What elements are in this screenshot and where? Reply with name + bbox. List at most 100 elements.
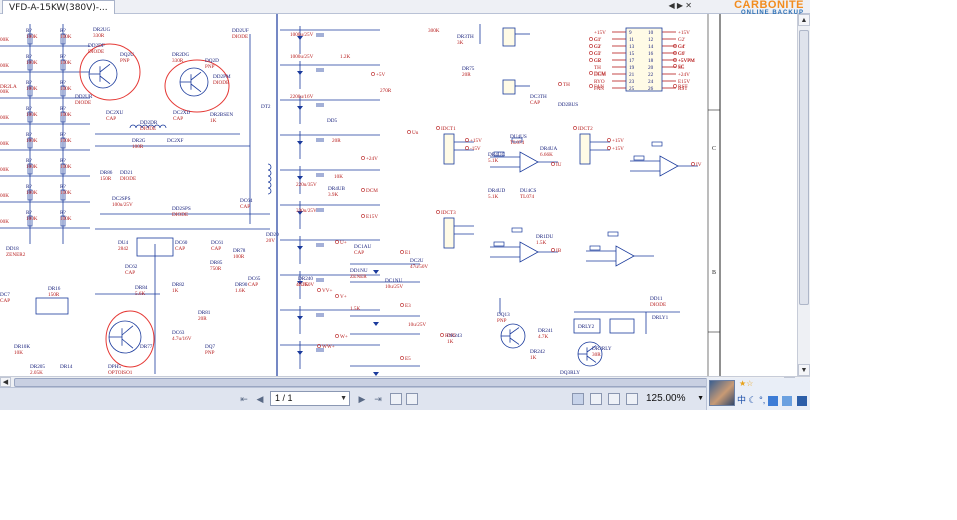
continuous-page-icon[interactable] bbox=[590, 393, 602, 405]
vertical-scrollbar[interactable]: ▲ ▼ bbox=[797, 14, 810, 376]
resistor-value: 100K bbox=[60, 112, 72, 118]
component-value: 1K bbox=[530, 355, 537, 361]
tab-scroll-right-icon[interactable]: ▶ bbox=[676, 1, 684, 10]
last-page-button[interactable]: ⇥ bbox=[374, 394, 382, 404]
connector-pin-right: 22 bbox=[648, 72, 654, 78]
facing-page-icon[interactable] bbox=[608, 393, 620, 405]
resistor-symbol bbox=[60, 33, 66, 45]
connector-pin-left: 9 bbox=[629, 30, 632, 36]
scroll-up-icon[interactable]: ▲ bbox=[798, 14, 810, 26]
keyboard-icon[interactable] bbox=[767, 395, 778, 406]
resistor-symbol bbox=[60, 85, 66, 97]
net-label: +15V bbox=[470, 138, 482, 144]
connector-net-right: +5VPM bbox=[678, 58, 695, 64]
component-ref: DQ13 bbox=[497, 312, 510, 318]
component-ref: DR240 bbox=[298, 276, 313, 282]
net-label: DCM bbox=[366, 188, 378, 194]
net-terminal bbox=[400, 303, 404, 307]
tab-bar: VFD-A-15KW(380V)-... ◀ ▶ ✕ CARBONITE ONL… bbox=[0, 0, 810, 16]
connector-net-right: G2' bbox=[678, 37, 685, 43]
user-avatar[interactable] bbox=[709, 380, 735, 406]
component-value: 1K bbox=[210, 118, 217, 124]
resistor-value: 100K bbox=[26, 86, 38, 92]
diode-symbol bbox=[297, 176, 303, 180]
scroll-down-icon[interactable]: ▼ bbox=[798, 364, 810, 376]
softkeyboard-icon[interactable] bbox=[782, 395, 793, 406]
single-page-icon[interactable] bbox=[572, 393, 584, 405]
resistor-value: 00K bbox=[0, 219, 9, 225]
net-label: G6' bbox=[678, 51, 685, 57]
fit-width-icon[interactable] bbox=[406, 393, 418, 405]
net-terminal bbox=[673, 44, 677, 48]
horizontal-scroll-thumb[interactable] bbox=[14, 378, 708, 387]
connector-pin-left: 25 bbox=[629, 86, 635, 92]
ime-language-toggle[interactable]: 中 bbox=[737, 395, 747, 405]
connector-pin-right: 24 bbox=[648, 79, 654, 85]
opamp-symbol bbox=[519, 151, 539, 173]
tab-close-icon[interactable]: ✕ bbox=[685, 1, 692, 10]
moon-icon[interactable]: ☾ bbox=[748, 395, 757, 405]
tab-scroll-left-icon[interactable]: ◀ bbox=[668, 1, 675, 10]
net-terminal bbox=[589, 37, 593, 41]
wire bbox=[509, 337, 520, 345]
component-value: 2842 bbox=[118, 246, 129, 252]
connector-net-left: G5' bbox=[594, 51, 601, 57]
fit-page-icon[interactable] bbox=[390, 393, 402, 405]
component-value: CAP bbox=[211, 246, 221, 252]
resistor-symbol bbox=[60, 163, 66, 175]
component-ref: DC62 bbox=[125, 264, 138, 270]
component-ref: DQ2U bbox=[120, 52, 134, 58]
component-ref: DD2DF bbox=[88, 43, 105, 49]
carbonite-logo[interactable]: CARBONITE ONLINE BACKUP bbox=[694, 0, 804, 16]
horizontal-scrollbar[interactable]: ◀ ▶ bbox=[0, 376, 810, 387]
resistor-symbol bbox=[60, 59, 66, 71]
net-terminal bbox=[551, 248, 555, 252]
label-layer: R?100KR?100KR?100KR?100KR?100KR?100KR?10… bbox=[0, 27, 702, 376]
zoom-level-field[interactable]: 125.00% ▼ bbox=[646, 392, 704, 406]
resistor-value: 100K bbox=[60, 164, 72, 170]
component-ref: DD2DR bbox=[140, 120, 158, 126]
first-page-button[interactable]: ⇤ bbox=[240, 394, 248, 404]
component-value: PNP bbox=[205, 350, 215, 356]
punctuation-toggle[interactable]: °, bbox=[759, 395, 766, 405]
component-value: 1000u/25V bbox=[290, 32, 314, 38]
component-value: DR2LA bbox=[0, 84, 17, 90]
page-number-value: 1 / 1 bbox=[275, 393, 293, 403]
chevron-down-icon[interactable]: ▼ bbox=[340, 395, 347, 402]
component-ref: DR3TH bbox=[457, 34, 474, 40]
net-terminal bbox=[589, 51, 593, 55]
net-terminal bbox=[335, 334, 339, 338]
next-page-button[interactable]: ▶ bbox=[358, 394, 366, 404]
wrench-icon[interactable] bbox=[796, 395, 807, 406]
component-value: 300K bbox=[428, 28, 440, 34]
continuous-facing-icon[interactable] bbox=[626, 393, 638, 405]
chevron-down-icon[interactable]: ▼ bbox=[697, 395, 704, 402]
component-ref: DR78 bbox=[233, 248, 246, 254]
vertical-scroll-thumb[interactable] bbox=[799, 30, 809, 305]
drawing-frame: CB bbox=[276, 14, 721, 376]
component-value: CAP bbox=[530, 100, 540, 106]
previous-page-button[interactable]: ◀ bbox=[256, 394, 264, 404]
component-value: CAP bbox=[125, 270, 135, 276]
component-value: 100R bbox=[132, 144, 144, 150]
connector-pin-left: 15 bbox=[629, 51, 635, 57]
component-value: PNP bbox=[205, 64, 215, 70]
component-value: 47u/50V bbox=[410, 264, 428, 270]
net-terminal bbox=[673, 84, 677, 88]
component-ref: DQ3RLY bbox=[560, 370, 580, 376]
transistor-symbol bbox=[500, 323, 526, 349]
inductor-symbol bbox=[267, 175, 272, 183]
component-ref: DU4 bbox=[118, 240, 128, 246]
page-number-field[interactable]: 1 / 1 ▼ bbox=[270, 391, 350, 406]
net-label: WW+ bbox=[322, 344, 335, 350]
inductor-symbol bbox=[267, 181, 272, 189]
scroll-left-icon[interactable]: ◀ bbox=[0, 377, 11, 387]
connector-pin-left: 19 bbox=[629, 65, 635, 71]
net-label: IDCT3 bbox=[441, 210, 456, 216]
component-ref: DD2UR bbox=[75, 94, 93, 100]
net-terminal bbox=[371, 72, 375, 76]
resistor-symbol bbox=[60, 215, 66, 227]
component-ref: DC2XU bbox=[106, 110, 124, 116]
document-tab[interactable]: VFD-A-15KW(380V)-... bbox=[2, 0, 115, 14]
